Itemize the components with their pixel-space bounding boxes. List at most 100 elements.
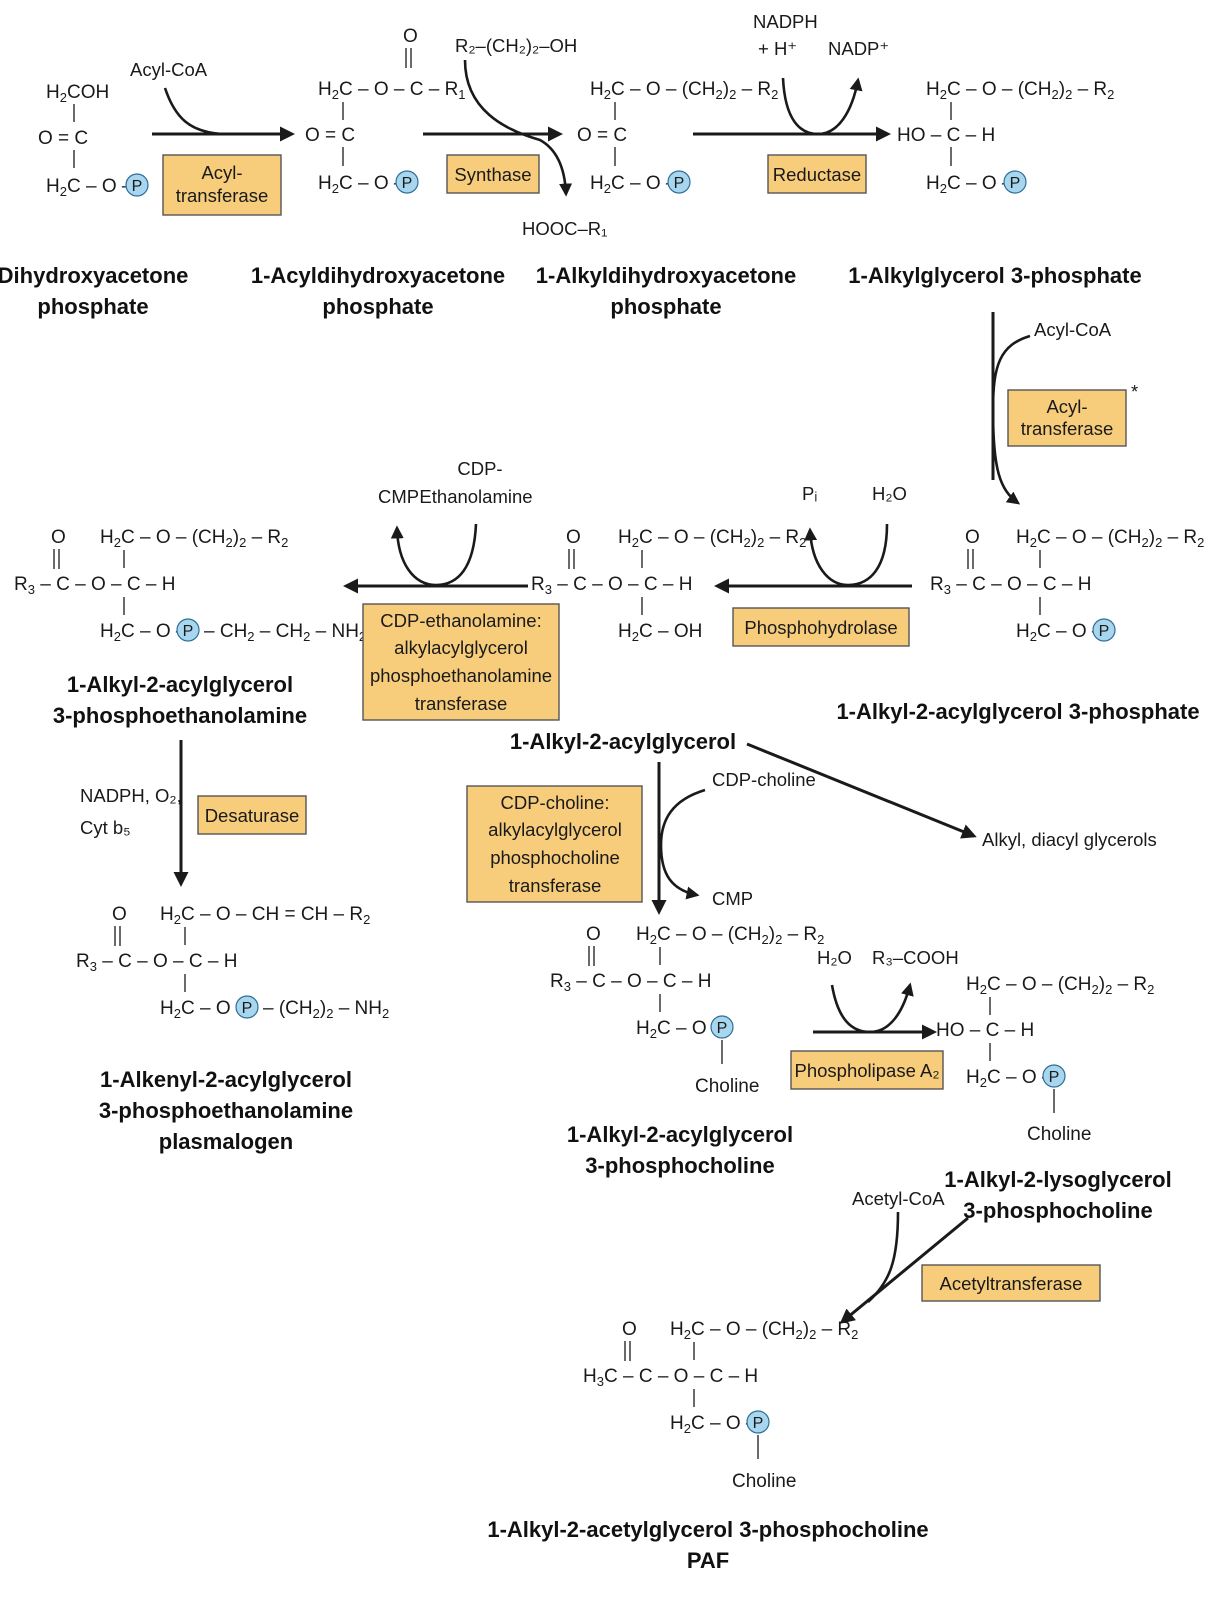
cofactor-acyl-coa-1: Acyl-CoA [130,59,208,80]
name-paf-1: 1-Alkyl-2-acetylglycerol 3-phosphocholin… [487,1517,928,1542]
svg-text:O: O [965,527,980,548]
name-alkyl-acyl-pc-1: 1-Alkyl-2-acylglycerol [567,1122,793,1147]
cofactor-cmp-1: CMP [378,486,419,507]
enzyme-phosphohydrolase [732,607,910,647]
svg-text:H2C – O – CH = CH – R2: H2C – O – CH = CH – R2 [160,904,370,927]
svg-text:P: P [1049,1069,1060,1086]
name-lyso-pc-2: 3-phosphocholine [963,1198,1152,1223]
svg-text:P: P [1099,623,1110,640]
svg-text:H2C – O – (CH2)2 – R2: H2C – O – (CH2)2 – R2 [590,79,778,102]
svg-text:P: P [183,623,194,640]
svg-text:CDP-ethanolamine:: CDP-ethanolamine: [380,610,541,631]
name-plasmalogen-2: 3-phosphoethanolamine [99,1098,353,1123]
svg-text:H2C – O – (CH2)2 – R2: H2C – O – (CH2)2 – R2 [1016,527,1204,550]
svg-text:P: P [717,1020,728,1037]
svg-text:H2C – O –: H2C – O – [966,1067,1053,1090]
enzyme-synthase [446,154,540,194]
name-alkyl-acyl-pc-2: 3-phosphocholine [585,1153,774,1178]
svg-text:H2C – O –: H2C – O – [46,176,133,199]
svg-text:H2C – O – (CH2)2 – R2: H2C – O – (CH2)2 – R2 [100,527,288,550]
svg-text:P: P [753,1415,764,1432]
structure-acyl-dhap: O H2C – O – C – R1 O = C H2C – O – P [305,26,466,196]
svg-text:alkylacylglycerol: alkylacylglycerol [488,819,622,840]
svg-text:O: O [566,527,581,548]
svg-text:P: P [1010,175,1021,192]
structure-alkyl-acyl-pc: O H2C – O – (CH2)2 – R2 R3 – C – O – C –… [550,924,824,1097]
svg-text:O = C: O = C [38,128,88,149]
cofactor-acetyl-coa: Acetyl-CoA [852,1188,945,1209]
name-alkyl-dhap-2: phosphate [610,294,721,319]
svg-text:Synthase: Synthase [454,164,531,185]
structure-alkyl-acylglycerol-p: O H2C – O – (CH2)2 – R2 R3 – C – O – C –… [930,527,1204,644]
cofactor-r3-cooh: R₃–COOH [872,947,959,968]
svg-text:H2C – O –: H2C – O – [318,173,405,196]
name-paf-2: PAF [687,1548,729,1573]
name-acyl-dhap-2: phosphate [322,294,433,319]
svg-text:O: O [112,904,127,925]
enzyme-acetyltransferase [921,1264,1101,1302]
cofactor-h2o-2: H₂O [817,947,852,968]
cofactor-cdp-ethanolamine-2: Ethanolamine [419,486,532,507]
svg-text:O: O [403,26,418,47]
phosphate-symbol: P [132,178,143,195]
svg-text:H2C – O – (CH2)2 – R2: H2C – O – (CH2)2 – R2 [636,924,824,947]
name-plasmalogen-1: 1-Alkenyl-2-acylglycerol [100,1067,352,1092]
svg-text:– CH2 – CH2 – NH2: – CH2 – CH2 – NH2 [204,621,366,644]
enzyme-phospholipase [790,1050,944,1090]
structure-alkyl-dhap: H2C – O – (CH2)2 – R2 O = C H2C – O – P [577,79,778,196]
svg-text:H2C – O – (CH2)2 – R2: H2C – O – (CH2)2 – R2 [618,527,806,550]
step-acyltransferase-2: Acyl-CoA Acyl- transferase * [991,312,1138,505]
svg-text:Choline: Choline [732,1471,796,1492]
svg-text:Choline: Choline [1027,1124,1091,1145]
svg-text:Acyl-: Acyl- [1046,396,1087,417]
cofactor-hooc-r1: HOOC–R₁ [522,218,607,239]
structure-plasmalogen: O H2C – O – CH = CH – R2 R3 – C – O – C … [76,904,389,1021]
name-alkyl-acylglycerol-p: 1-Alkyl-2-acylglycerol 3-phosphate [836,699,1199,724]
name-alkyl-acyl-pe-1: 1-Alkyl-2-acylglycerol [67,672,293,697]
structure-dhap: H2COH O = C H2C – O – P [38,82,149,199]
name-alkyl-acylglycerol: 1-Alkyl-2-acylglycerol [510,729,736,754]
svg-text:O: O [622,1319,637,1340]
structure-alkylglycerol-p: H2C – O – (CH2)2 – R2 HO – C – H H2C – O… [897,79,1114,196]
step-cdp-ethanolamine-transferase: CDP- Ethanolamine CMP CDP-ethanolamine: … [343,458,560,721]
cofactor-acyl-coa-2: Acyl-CoA [1034,319,1112,340]
step-acyltransferase-1: Acyl-CoA Acyl- transferase [130,59,295,216]
svg-text:H2C – O –: H2C – O – [636,1018,723,1041]
svg-text:H2C – O – (CH2)2 – R2: H2C – O – (CH2)2 – R2 [926,79,1114,102]
name-alkyl-dhap-1: 1-Alkyldihydroxyacetone [536,263,796,288]
svg-text:H2C – O –: H2C – O – [670,1413,757,1436]
structure-paf: O H2C – O – (CH2)2 – R2 H3C – C – O – C … [583,1319,858,1492]
svg-text:– (CH2)2 – NH2: – (CH2)2 – NH2 [263,998,389,1021]
structure-lyso-pc: H2C – O – (CH2)2 – R2 HO – C – H H2C – O… [936,974,1154,1145]
svg-text:transferase: transferase [1021,418,1114,439]
svg-text:phosphoethanolamine: phosphoethanolamine [370,665,552,686]
enzyme-acyltransferase-2 [1007,389,1127,447]
svg-text:HO – C – H: HO – C – H [897,125,995,146]
svg-text:R3 – C – O – C – H: R3 – C – O – C – H [550,971,711,994]
svg-text:H2C – O – C – R1: H2C – O – C – R1 [318,79,466,102]
enzyme-reductase [767,154,867,194]
cofactor-nadph: NADPH [753,11,818,32]
step-cdp-choline-transferase: CDP-choline CMP CDP-choline: alkylacylgl… [466,762,816,915]
svg-text:HO – C – H: HO – C – H [936,1020,1034,1041]
svg-text:H2C – O – (CH2)2 – R2: H2C – O – (CH2)2 – R2 [966,974,1154,997]
cofactor-desaturase-1: NADPH, O₂, [80,785,182,806]
svg-text:transferase: transferase [415,693,508,714]
step-acetyltransferase: Acetyl-CoA Acetyltransferase [839,1188,1101,1324]
step-synthase: R₂–(CH₂)₂–OH HOOC–R₁ Synthase [423,35,607,239]
name-dhap-1: Dihydroxyacetone [0,263,188,288]
name-alkyl-acyl-pe-2: 3-phosphoethanolamine [53,703,307,728]
svg-text:phosphocholine: phosphocholine [490,847,620,868]
name-lyso-pc-1: 1-Alkyl-2-lysoglycerol [944,1167,1171,1192]
step-reductase: NADPH + H⁺ NADP⁺ Reductase [693,11,891,194]
name-dhap-2: phosphate [37,294,148,319]
svg-text:R3 – C – O – C – H: R3 – C – O – C – H [14,574,175,597]
svg-text:Choline: Choline [695,1076,759,1097]
cofactor-cdp-choline: CDP-choline [712,769,816,790]
svg-text:O: O [51,527,66,548]
enzyme-cdp-ethanolamine-transferase [362,603,560,721]
svg-text:transferase: transferase [176,185,269,206]
step-phosphohydrolase: Pᵢ H₂O Phosphohydrolase [714,483,912,647]
svg-text:R3 – C – O – C – H: R3 – C – O – C – H [930,574,1091,597]
